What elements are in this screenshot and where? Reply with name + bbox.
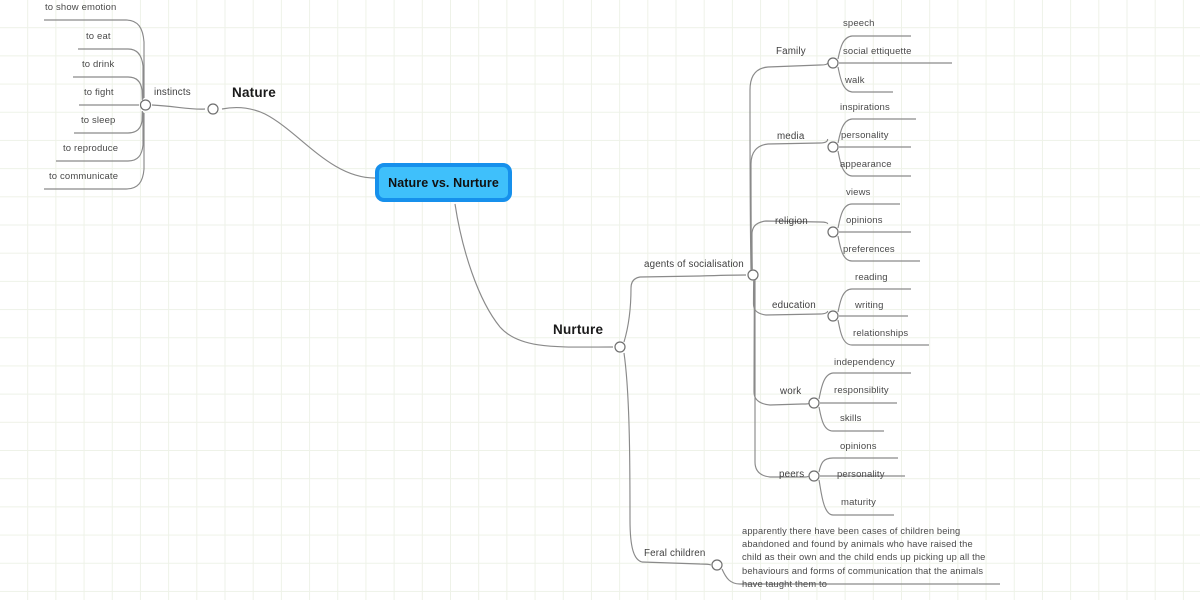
hub-religion [827, 226, 839, 238]
hub-instincts [139, 99, 152, 111]
root-node[interactable]: Nature vs. Nurture [375, 163, 512, 202]
hub-peers [808, 470, 820, 482]
hub-education [827, 310, 839, 322]
label-peers[interactable]: peers [779, 469, 805, 480]
label-work[interactable]: work [780, 386, 802, 397]
connector-agents-to-family [749, 62, 828, 271]
label-speech[interactable]: speech [843, 18, 875, 29]
label-to-show-emotion[interactable]: to show emotion [45, 2, 117, 13]
connector-nurture-to-agents [699, 274, 747, 277]
hub-agents-of-socialisation [747, 269, 759, 281]
hub-family [827, 57, 839, 69]
label-to-sleep[interactable]: to sleep [81, 115, 116, 126]
label-responsiblity[interactable]: responsiblity [834, 385, 889, 396]
label-religion[interactable]: religion [775, 216, 808, 227]
label-nurture[interactable]: Nurture [553, 322, 604, 337]
label-social-ettiquette[interactable]: social ettiquette [843, 46, 912, 57]
hub-nature [207, 103, 219, 115]
label-appearance[interactable]: appearance [840, 159, 892, 170]
label-education[interactable]: education [772, 300, 816, 311]
label-to-drink[interactable]: to drink [82, 59, 115, 70]
label-preferences[interactable]: preferences [843, 244, 895, 255]
label-skills[interactable]: skills [840, 413, 862, 424]
label-peers-opinions[interactable]: opinions [840, 441, 877, 452]
label-to-communicate[interactable]: to communicate [49, 171, 119, 182]
hub-feral-children [711, 559, 723, 571]
label-agents-of-socialisation[interactable]: agents of socialisation [644, 259, 744, 270]
connector-nature-to-instincts [151, 104, 206, 110]
label-to-eat[interactable]: to eat [86, 31, 111, 42]
label-relationships[interactable]: relationships [853, 328, 909, 339]
label-to-reproduce[interactable]: to reproduce [63, 143, 119, 154]
label-views[interactable]: views [846, 187, 871, 198]
label-instincts[interactable]: instincts [154, 87, 191, 98]
label-nature[interactable]: Nature [232, 85, 276, 100]
connector-root-to-nature [221, 107, 376, 179]
connector-nurture-spine [623, 275, 701, 343]
connector-nurture-to-feral [623, 352, 712, 566]
connector-agents-to-media [750, 138, 829, 271]
label-walk[interactable]: walk [845, 75, 865, 86]
root-node-label: Nature vs. Nurture [388, 175, 499, 190]
connector-agents-to-religion [751, 220, 829, 271]
label-writing[interactable]: writing [855, 300, 884, 311]
label-reading[interactable]: reading [855, 272, 888, 283]
label-independency[interactable]: independency [834, 357, 895, 368]
label-to-fight[interactable]: to fight [84, 87, 114, 98]
label-inspirations[interactable]: inspirations [840, 102, 890, 113]
label-family[interactable]: Family [776, 46, 806, 57]
label-personality[interactable]: personality [841, 130, 889, 141]
hub-work [808, 397, 820, 409]
hub-nurture [614, 341, 626, 353]
label-maturity[interactable]: maturity [841, 497, 876, 508]
label-feral-children-note[interactable]: apparently there have been cases of chil… [742, 526, 986, 589]
label-feral-children[interactable]: Feral children [644, 548, 706, 559]
label-opinions[interactable]: opinions [846, 215, 883, 226]
label-peers-personality[interactable]: personality [837, 469, 885, 480]
label-media[interactable]: media [777, 131, 805, 142]
hub-media [827, 141, 839, 153]
